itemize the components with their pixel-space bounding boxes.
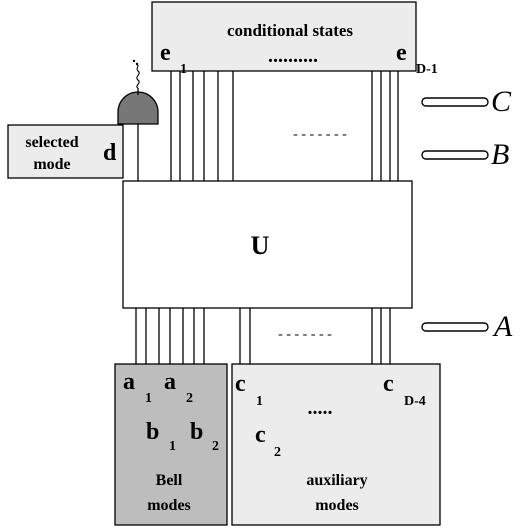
auxiliary-modes-line2: modes bbox=[315, 497, 359, 514]
a1-label: a bbox=[123, 369, 135, 395]
selected-mode-line1: selected bbox=[25, 134, 78, 151]
beam-bar bbox=[421, 97, 489, 107]
upper-dashes: - - - - - - - bbox=[293, 127, 347, 142]
c-last-subscript: D-4 bbox=[404, 394, 426, 409]
c2-subscript: 2 bbox=[274, 445, 281, 460]
detector-icon bbox=[117, 59, 159, 125]
d-label: d bbox=[103, 140, 117, 166]
beam-bar bbox=[421, 150, 489, 160]
bell-modes-frame bbox=[114, 363, 228, 526]
e-first-subscript: 1 bbox=[180, 62, 187, 77]
auxiliary-modes-box: c 1 c 2 ..... c D-4 auxiliary modes bbox=[231, 363, 441, 526]
c-dots: ..... bbox=[308, 397, 333, 419]
b2-subscript: 2 bbox=[212, 439, 219, 454]
conditional-states-frame bbox=[151, 1, 417, 72]
b1-subscript: 1 bbox=[169, 439, 176, 454]
auxiliary-modes-frame bbox=[231, 363, 441, 526]
lower-dashes: - - - - - - - bbox=[278, 327, 332, 342]
beam-bar bbox=[421, 322, 489, 332]
upper-mode-lines bbox=[137, 70, 399, 181]
c1-subscript: 1 bbox=[256, 394, 263, 409]
conditional-states-box: conditional states e 1 .......... e D-1 bbox=[151, 1, 438, 77]
unitary-frame bbox=[122, 180, 413, 309]
unitary-box: U bbox=[122, 180, 413, 309]
e-dots: .......... bbox=[268, 45, 318, 67]
squiggle-dot bbox=[135, 62, 139, 66]
e-last-label: e bbox=[396, 40, 407, 66]
auxiliary-modes-line1: auxiliary bbox=[306, 472, 367, 489]
b2-label: b bbox=[190, 419, 203, 445]
selected-mode-frame bbox=[7, 124, 124, 179]
c2-label: c bbox=[255, 422, 266, 448]
e-first-label: e bbox=[160, 40, 171, 66]
a1-subscript: 1 bbox=[145, 391, 152, 406]
conditional-states-title: conditional states bbox=[227, 21, 353, 40]
selected-mode-box: selected mode d bbox=[7, 124, 124, 179]
c1-label: c bbox=[235, 371, 246, 397]
click-squiggle-icon bbox=[136, 63, 140, 89]
a2-label: a bbox=[164, 369, 176, 395]
bell-modes-line1: Bell bbox=[156, 472, 183, 489]
a2-subscript: 2 bbox=[186, 391, 193, 406]
beam-label-B: B bbox=[491, 138, 509, 171]
c-last-label: c bbox=[383, 371, 394, 397]
unitary-label: U bbox=[251, 231, 270, 260]
squiggle-dot bbox=[132, 59, 136, 63]
beam-label-C: C bbox=[491, 85, 512, 118]
selected-mode-line2: mode bbox=[33, 156, 70, 173]
beam-marker-C: C bbox=[421, 85, 512, 118]
detector-dome bbox=[117, 91, 159, 125]
e-last-subscript: D-1 bbox=[416, 62, 438, 77]
bell-modes-box: a 1 a 2 b 1 b 2 Bell modes bbox=[114, 363, 228, 526]
beam-marker-A: A bbox=[421, 310, 513, 343]
beam-label-A: A bbox=[492, 310, 513, 343]
beam-marker-B: B bbox=[421, 138, 509, 171]
bell-modes-line2: modes bbox=[147, 497, 191, 514]
lower-mode-lines bbox=[135, 308, 391, 364]
b1-label: b bbox=[146, 419, 159, 445]
